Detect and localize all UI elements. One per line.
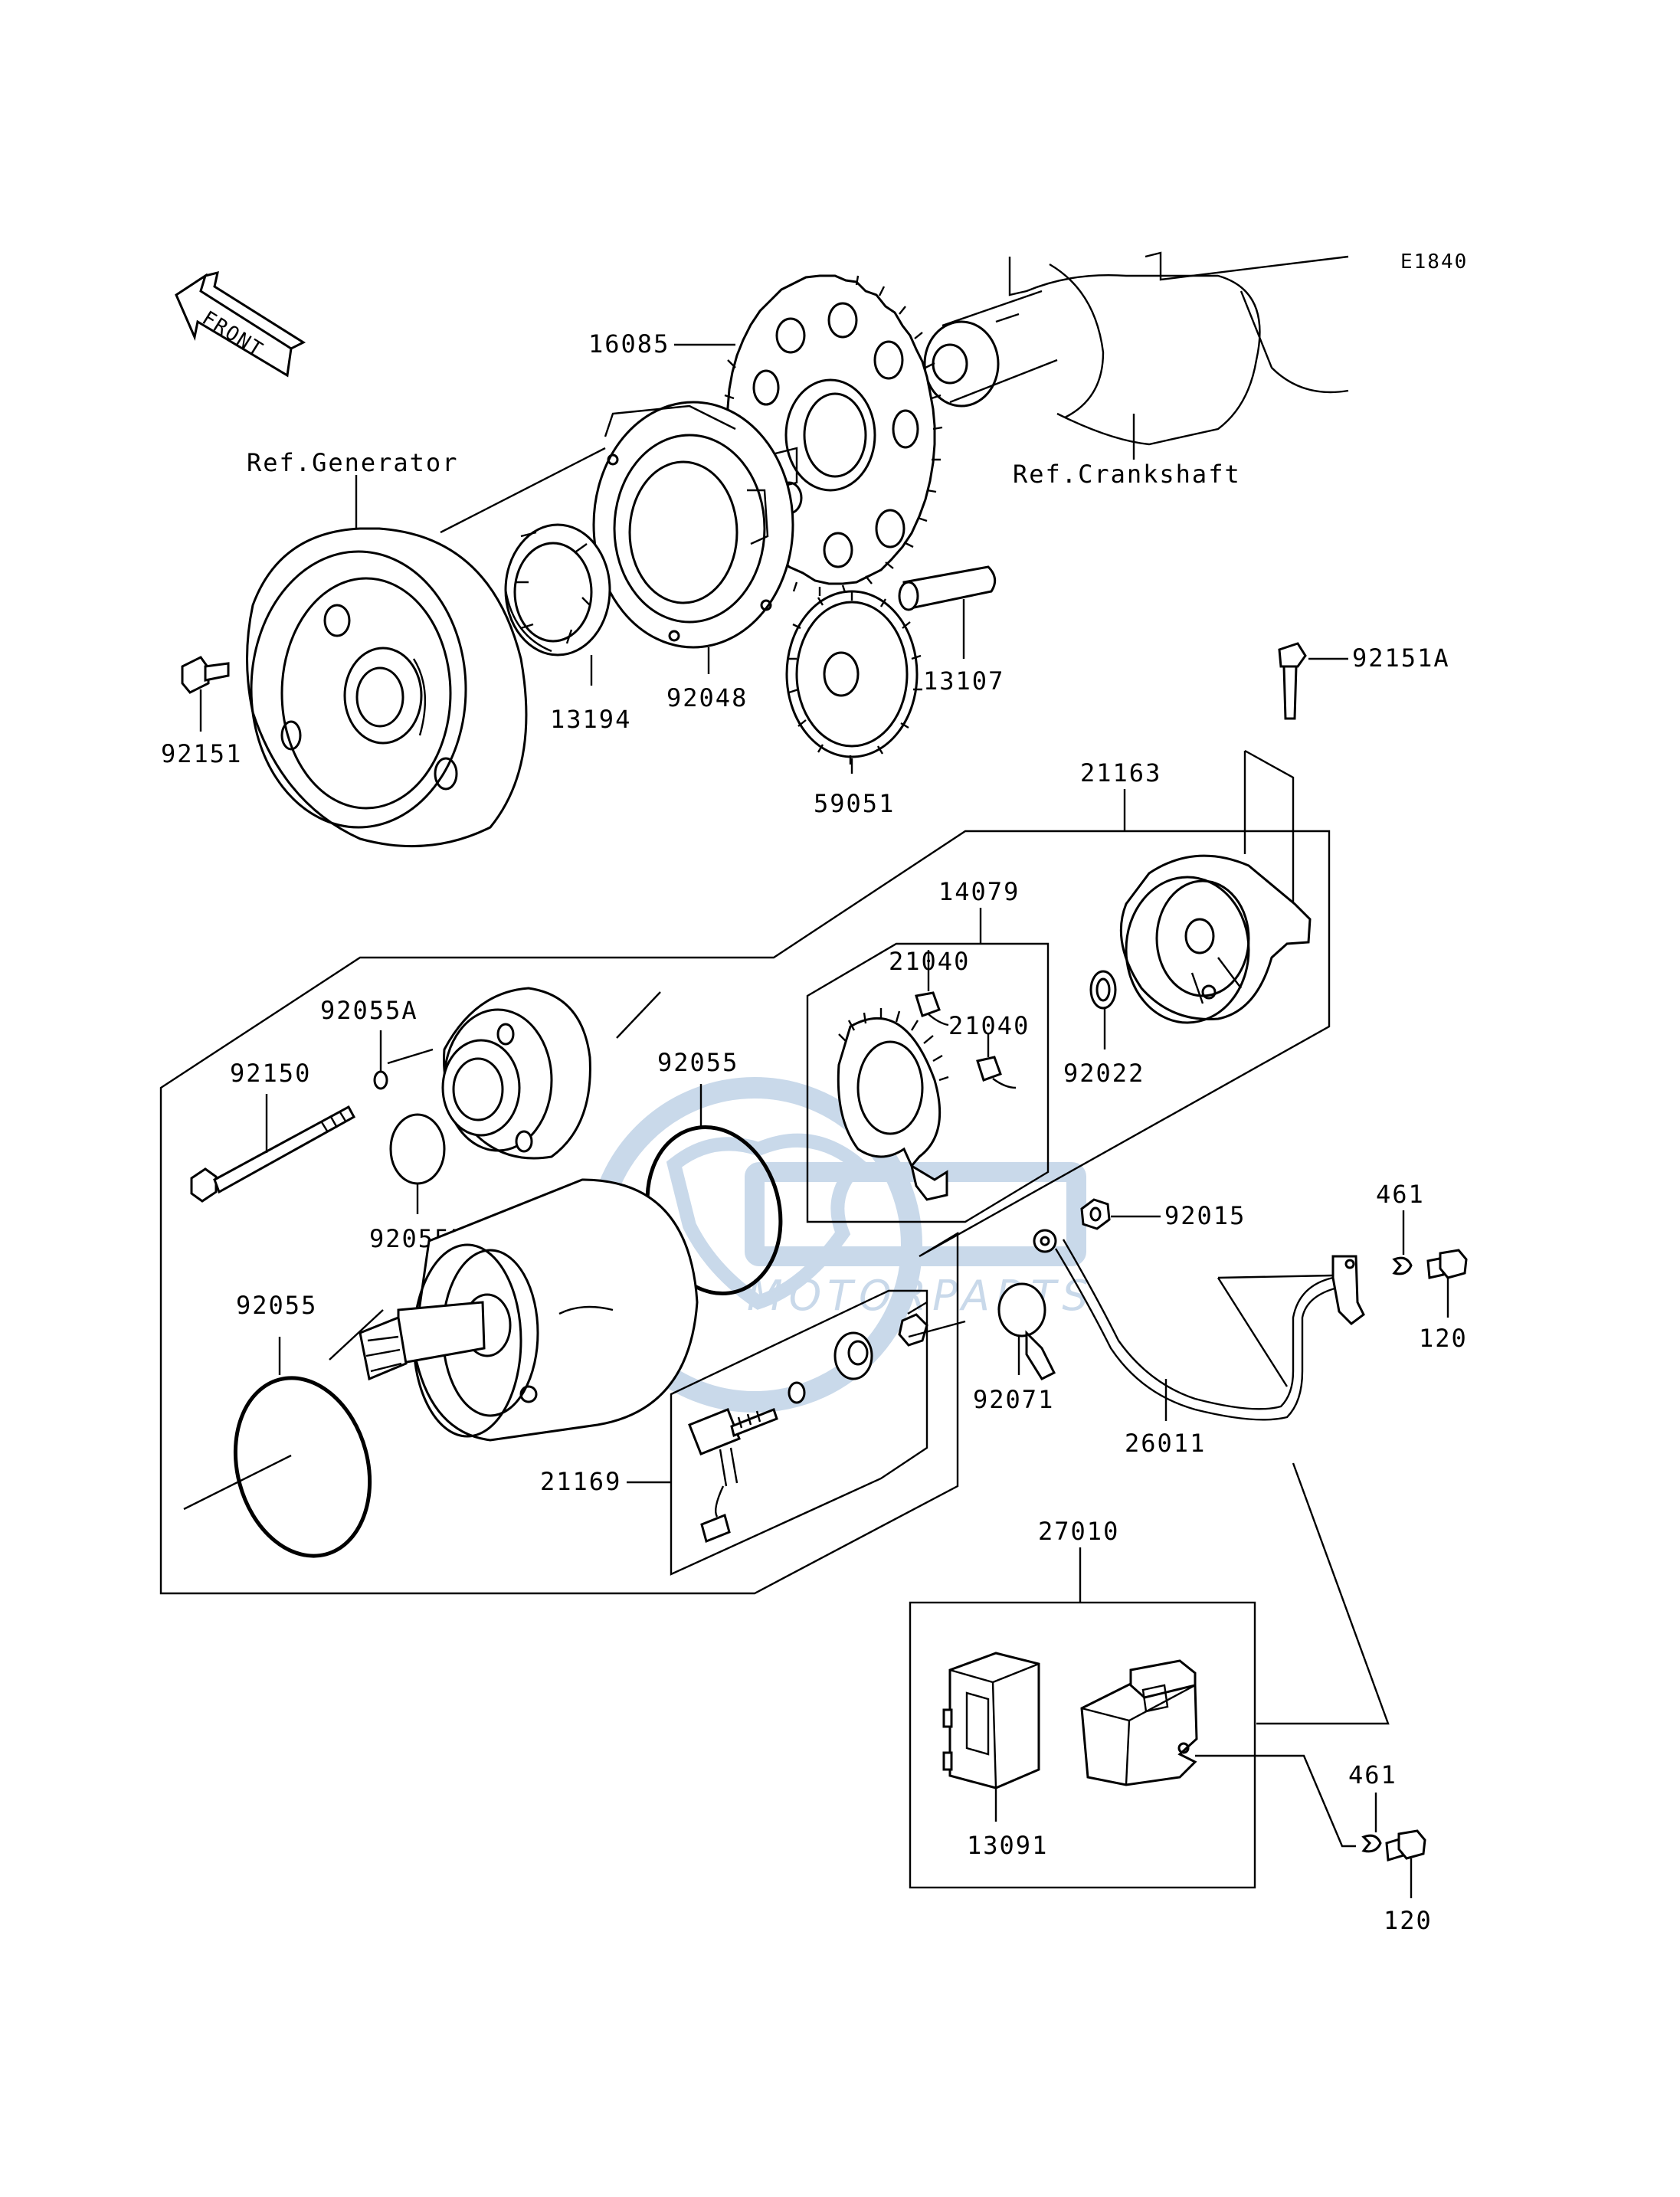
label-92151: 92151 [161, 739, 242, 768]
ref-crankshaft-label: Ref.Crankshaft [1013, 460, 1241, 489]
label-461-top: 461 [1376, 1180, 1425, 1209]
starter-assembly-outline [159, 830, 1331, 1595]
part-92151A-bolt [1278, 642, 1307, 720]
part-13194-one-way-clutch [504, 523, 611, 656]
part-14079-brush-holder [837, 1008, 949, 1201]
label-21163: 21163 [1080, 758, 1161, 787]
part-92055A-oring [373, 1070, 388, 1090]
part-59051-idle-gear [785, 590, 922, 765]
label-16085: 16085 [588, 329, 670, 359]
label-92055-top: 92055 [657, 1048, 738, 1077]
label-21169: 21169 [540, 1467, 621, 1496]
front-arrow: FRONT [175, 270, 306, 378]
label-26011: 26011 [1125, 1429, 1206, 1458]
label-13194: 13194 [550, 705, 631, 734]
part-27010-starter-relay [1080, 1659, 1256, 1786]
label-92055A: 92055A [320, 996, 418, 1025]
label-120-top: 120 [1419, 1324, 1468, 1353]
part-26011-starter-cable [1033, 1229, 1365, 1421]
generator-rotor [246, 527, 528, 848]
brush-holder-kit-box [806, 942, 1050, 1223]
part-92015-nut [1080, 1198, 1111, 1230]
part-13107-shaft [898, 565, 997, 611]
part-461-washer-bottom [1361, 1834, 1382, 1853]
part-92151-bolt [181, 656, 230, 694]
label-21040-lower: 21040 [948, 1011, 1030, 1040]
crankshaft [923, 251, 1349, 446]
part-92055-oring-front [233, 1376, 372, 1558]
part-120-bolt-top [1426, 1249, 1468, 1279]
part-92022-washer [1089, 970, 1117, 1010]
part-120-bolt-bottom [1385, 1829, 1426, 1861]
starter-front-cover [441, 987, 591, 1160]
label-92071: 92071 [973, 1385, 1054, 1414]
label-461-bottom: 461 [1348, 1760, 1397, 1789]
part-461-washer-top [1392, 1256, 1413, 1275]
part-92071-terminal-cap [997, 1282, 1056, 1380]
label-120-bottom: 120 [1384, 1906, 1433, 1935]
starter-relay-box [909, 1601, 1256, 1889]
part-13091-relay [942, 1652, 1040, 1789]
part-21169-terminal-set [688, 1313, 928, 1544]
label-92151A: 92151A [1352, 643, 1450, 673]
diagram-code: E1840 [1400, 250, 1468, 273]
part-92048-one-way-clutch-ring [592, 401, 794, 649]
label-92048: 92048 [666, 683, 748, 712]
ref-generator-label: Ref.Generator [247, 448, 458, 477]
starter-yoke-armature [359, 1178, 699, 1442]
label-59051: 59051 [814, 789, 895, 818]
label-92015: 92015 [1164, 1201, 1246, 1230]
part-21163-end-cover [1119, 854, 1312, 1024]
label-14079: 14079 [938, 877, 1020, 906]
label-13091: 13091 [967, 1831, 1048, 1860]
part-92055B-oring [389, 1113, 446, 1185]
label-21040-upper: 21040 [889, 947, 970, 976]
label-13107: 13107 [923, 666, 1004, 696]
part-21040-brush-upper [915, 991, 949, 1026]
part-92150-through-bolt [190, 1105, 356, 1203]
part-21040-brush-lower [976, 1056, 1017, 1089]
terminal-kit-box [670, 1289, 928, 1576]
label-92055-left: 92055 [236, 1291, 317, 1320]
label-27010: 27010 [1038, 1517, 1119, 1546]
label-92022: 92022 [1063, 1059, 1145, 1088]
label-92150: 92150 [230, 1059, 311, 1088]
